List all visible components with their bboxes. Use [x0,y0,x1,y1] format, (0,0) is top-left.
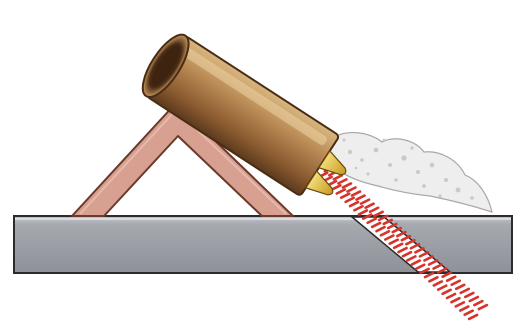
spark-dash [352,192,360,196]
spark-dash [470,297,478,301]
spark-dash [443,290,451,294]
spark-dash [456,285,464,289]
spark-dash [469,315,477,319]
spark-dash [447,294,455,298]
spark-dash [361,200,369,204]
spark-dash [451,298,459,302]
spark-dash [332,185,340,189]
spark-dash [460,307,468,311]
spark-dash [447,277,455,281]
spark-dash [350,202,358,206]
spark-dash [357,196,365,200]
spark-dash [347,187,355,191]
spark-dash [359,210,367,214]
spark-dash [341,194,349,198]
spark-dash [465,293,473,297]
spark-dash [343,183,351,187]
spark-dash [438,286,446,290]
spark-dash [337,190,345,194]
spark-dash [334,175,342,179]
spark-dash [474,301,482,305]
spark-dash [354,206,362,210]
spark-dash [370,208,378,212]
spark-dash [456,302,464,306]
spark-dash [366,204,374,208]
spark-dash [429,277,437,281]
base-plate [14,216,512,273]
spark-dash [338,179,346,183]
spark-dash [434,281,442,285]
spark-dash [465,311,473,315]
spark-dash [346,198,354,202]
spark-dash [452,281,460,285]
spark-dash [461,289,469,293]
spark-dash [479,305,487,309]
